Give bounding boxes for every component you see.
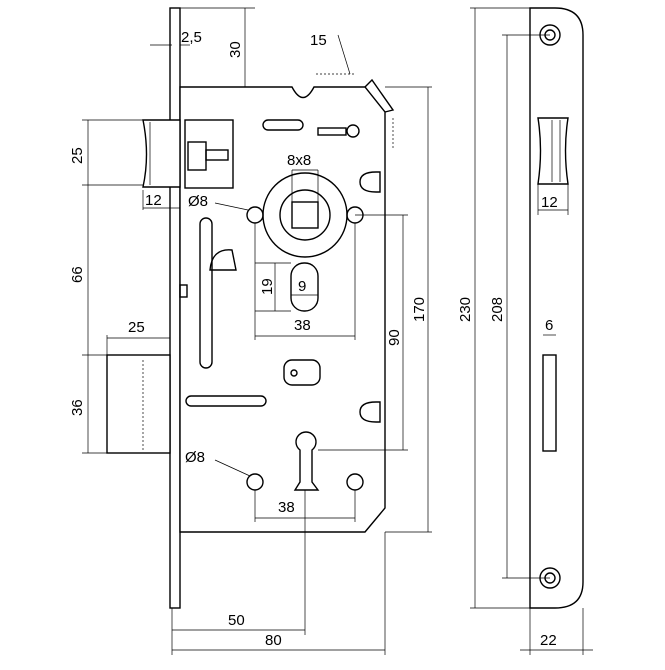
vertical-slot: [199, 217, 213, 369]
dim-230: 230: [457, 297, 474, 322]
top-slot: [262, 119, 304, 131]
dim-19: 19: [259, 278, 276, 295]
upper-right-slot: [359, 171, 381, 193]
latch-shaft: [205, 149, 229, 161]
dim-o8-bottom: Ø8: [185, 449, 205, 466]
follower-inner-circle: [279, 189, 331, 241]
deadbolt-opening: [542, 354, 557, 452]
pin: [317, 127, 347, 136]
plate-marker: [179, 284, 188, 298]
latch-housing: [184, 119, 234, 189]
face-plate: [529, 7, 584, 609]
dim-36: 36: [69, 399, 86, 416]
bottom-slot: [185, 395, 267, 407]
lock-case: [179, 86, 386, 533]
dim-22: 22: [540, 632, 557, 649]
dim-38-bottom: 38: [278, 499, 295, 516]
follower-square: [291, 201, 319, 229]
dim-2-5: 2,5: [181, 29, 202, 46]
latch-bolt: [142, 119, 181, 188]
dim-30: 30: [227, 41, 244, 58]
dim-12-right: 12: [541, 194, 558, 211]
dim-6: 6: [545, 317, 553, 334]
lower-right-slot: [359, 401, 381, 423]
dim-50: 50: [228, 612, 245, 629]
dim-208: 208: [489, 297, 506, 322]
dim-15: 15: [310, 32, 327, 49]
screw-hole: [290, 369, 298, 377]
dim-80: 80: [265, 632, 282, 649]
cylinder-screw-plate: [283, 359, 321, 386]
dim-8x8: 8x8: [287, 152, 311, 169]
pin-head: [346, 124, 360, 138]
dim-12-left: 12: [145, 192, 162, 209]
case-chamfer: [364, 78, 395, 113]
front-plate: [169, 7, 181, 609]
dim-25-mid: 25: [128, 319, 145, 336]
dim-25-top: 25: [69, 147, 86, 164]
dimension-lines: [82, 7, 593, 655]
dim-90: 90: [386, 329, 403, 346]
dim-o8-top: Ø8: [188, 193, 208, 210]
half-moon-part: [209, 249, 237, 271]
dim-38-top: 38: [294, 317, 311, 334]
oval-slot: [290, 262, 319, 312]
dim-66: 66: [69, 266, 86, 283]
dim-170: 170: [411, 297, 428, 322]
deadbolt: [106, 354, 171, 454]
dim-9: 9: [298, 278, 306, 295]
keyhole: [293, 431, 320, 491]
